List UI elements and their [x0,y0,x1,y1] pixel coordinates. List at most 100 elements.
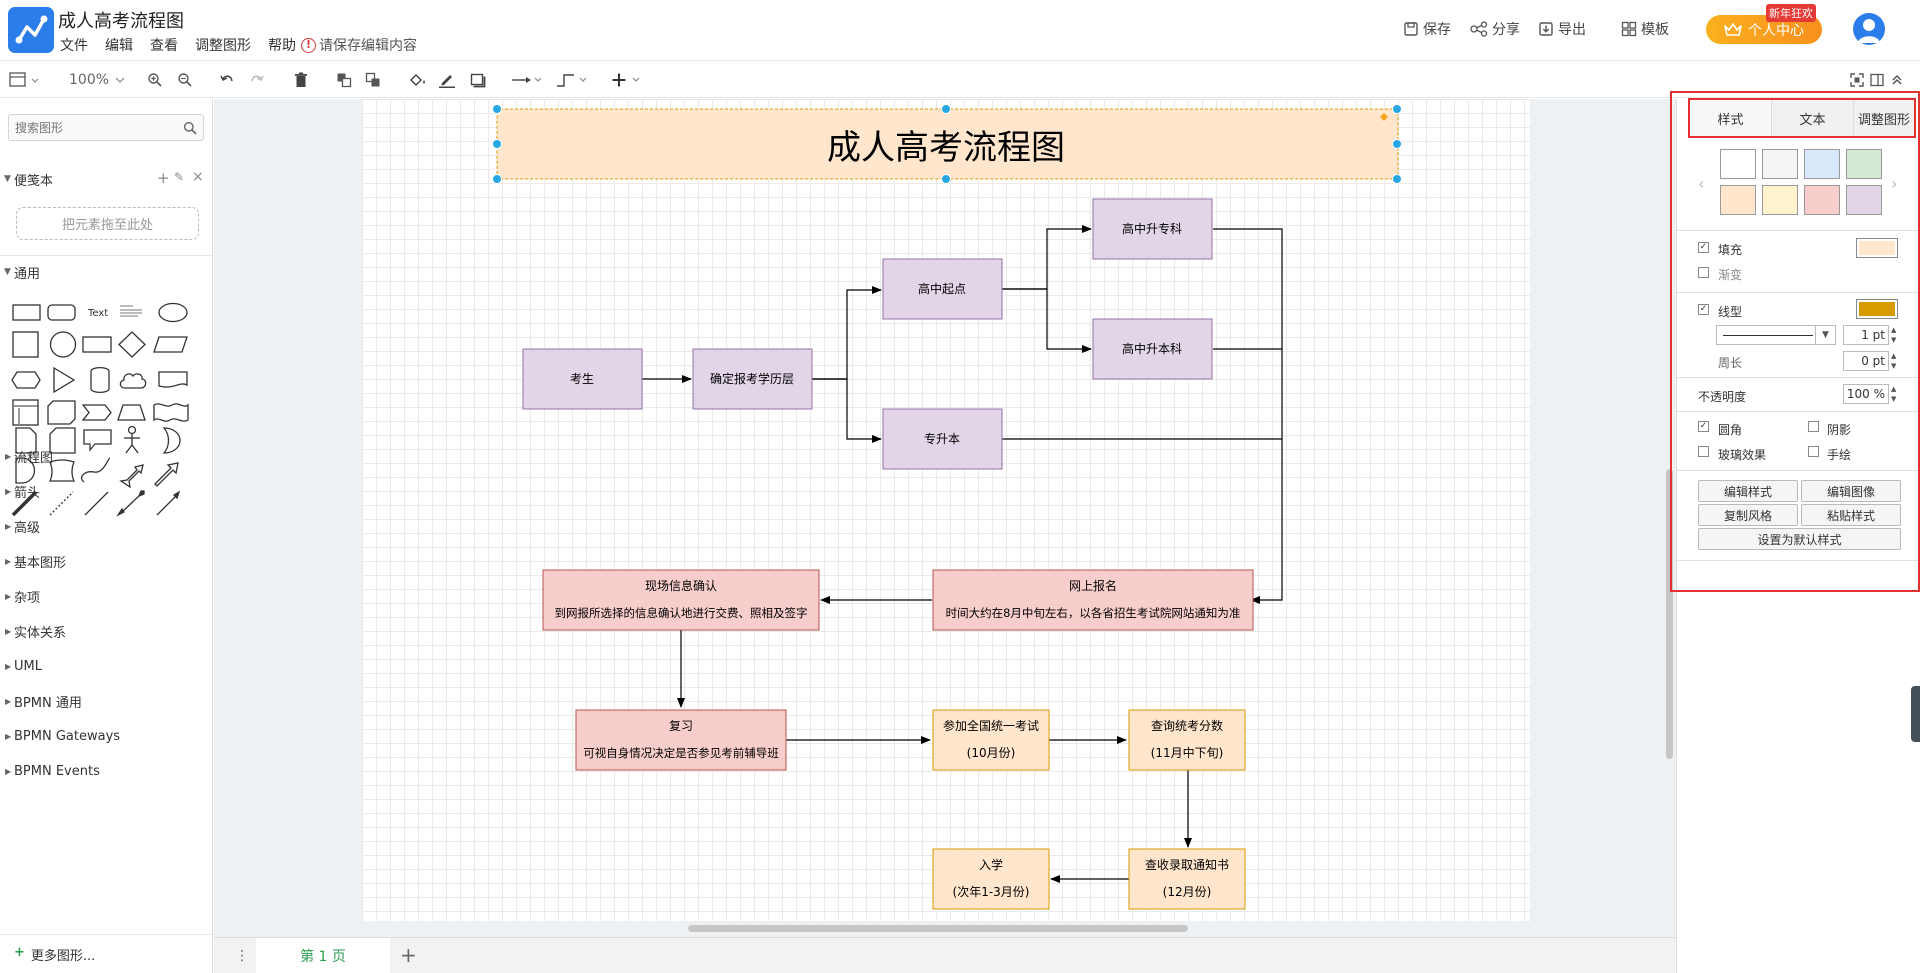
tab-text[interactable]: 文本 [1772,100,1854,136]
general-section-header[interactable]: ▼ 通用 [0,262,212,282]
node-score-query[interactable]: 查询统考分数 (11月中下旬) [1128,709,1246,771]
shape-rectangle[interactable] [12,304,41,321]
library-arrows[interactable]: ▶箭头 [0,474,212,509]
collapse-button[interactable] [1890,71,1904,89]
app-logo-icon[interactable] [8,7,54,53]
shape-parallelogram[interactable] [153,336,188,353]
library-bpmn-gateways[interactable]: ▶BPMN Gateways [0,719,212,754]
node-admission-letter[interactable]: 查收录取通知书 (12月份) [1128,848,1246,910]
library-flowchart[interactable]: ▶流程图 [0,439,212,474]
shape-note[interactable] [15,427,37,454]
sketch-checkbox[interactable] [1808,446,1819,457]
vertical-scrollbar[interactable] [1666,469,1673,759]
shape-delay[interactable] [15,457,36,484]
connector-style-button[interactable] [511,71,543,89]
rounding-handle[interactable] [1380,113,1388,121]
line-color-picker[interactable] [1856,299,1898,319]
shape-line[interactable] [84,491,109,516]
connector[interactable] [812,378,882,443]
undo-button[interactable] [219,71,235,89]
library-bpmn-events[interactable]: ▶BPMN Events [0,754,212,789]
perimeter-input[interactable]: 0 pt [1843,351,1889,371]
shape-circle[interactable] [49,331,77,358]
redo-button[interactable] [249,71,265,89]
shape-or[interactable] [162,427,181,454]
zoom-dropdown[interactable]: 100% [69,71,127,89]
connector[interactable] [812,286,882,380]
shape-card[interactable] [49,427,76,454]
insert-button[interactable] [612,71,644,89]
scratchpad-header[interactable]: ▼ 便笺本 + ✎ × [0,169,212,189]
shape-dashed-line[interactable] [49,491,74,516]
color-swatch[interactable] [1720,185,1756,215]
connector[interactable] [1002,288,1092,353]
tab-arrange[interactable]: 调整图形 [1854,100,1914,136]
library-basic[interactable]: ▶基本图形 [0,544,212,579]
shape-square[interactable] [12,331,39,358]
shape-card-2[interactable] [49,459,75,482]
template-button[interactable]: 模板 [1621,19,1669,39]
chevron-left-icon[interactable]: ‹ [1698,174,1705,193]
shape-double-line[interactable] [11,490,38,517]
page-tab-1[interactable]: 第 1 页 [256,938,390,973]
color-swatch[interactable] [1846,185,1882,215]
shape-directional-connector[interactable] [156,490,181,516]
shape-process[interactable] [82,336,112,353]
shape-callout[interactable] [83,429,112,452]
export-button[interactable]: 导出 [1538,19,1586,39]
document-title[interactable]: 成人高考流程图 [58,11,184,32]
add-icon[interactable]: + [157,169,170,187]
chevron-right-icon[interactable]: › [1891,174,1898,193]
library-advanced[interactable]: ▶高级 [0,509,212,544]
shape-bidirectional-connector[interactable] [116,490,145,517]
fill-checkbox[interactable]: ✓ [1698,242,1709,253]
opacity-input[interactable]: 100 % [1843,384,1889,404]
shape-actor[interactable] [124,425,140,454]
shape-triangle[interactable] [53,366,76,394]
node-national-exam[interactable]: 参加全国统一考试 (10月份) [932,709,1050,771]
horizontal-scrollbar[interactable] [688,925,1188,932]
search-icon[interactable] [183,121,197,135]
to-back-button[interactable] [365,71,381,89]
connector[interactable] [1002,225,1092,290]
shape-ellipse[interactable] [158,302,188,323]
shape-hexagon[interactable] [11,371,41,389]
rounded-checkbox[interactable]: ✓ [1698,421,1709,432]
more-shapes-button[interactable]: + 更多图形... [14,945,95,964]
shape-curve[interactable] [80,457,111,483]
side-widget-handle[interactable] [1911,686,1920,742]
shadow-checkbox[interactable] [1808,421,1819,432]
edit-icon[interactable]: ✎ [174,170,185,184]
node-onsite-confirmation[interactable]: 现场信息确认 到网报所选择的信息确认地进行交费、照相及签字 [542,569,820,631]
user-avatar[interactable] [1853,13,1885,45]
library-bpmn-general[interactable]: ▶BPMN 通用 [0,684,212,719]
to-front-button[interactable] [336,71,352,89]
set-default-style-button[interactable]: 设置为默认样式 [1698,528,1901,550]
color-swatch[interactable] [1720,149,1756,179]
panel-toggle-button[interactable] [9,71,39,89]
format-panel-toggle[interactable] [1870,71,1884,89]
node-candidate[interactable]: 考生 [522,348,643,410]
color-swatch[interactable] [1846,149,1882,179]
stepper-icon[interactable]: ▲▼ [1891,385,1897,403]
menu-help[interactable]: 帮助 [268,38,296,54]
menu-edit[interactable]: 编辑 [105,38,133,54]
save-warning[interactable]: ! 请保存编辑内容 [301,35,417,55]
stepper-icon[interactable]: ▲▼ [1891,352,1897,370]
fill-color-picker[interactable] [1856,238,1898,258]
edit-image-button[interactable]: 编辑图像 [1801,480,1901,502]
zoom-out-button[interactable] [177,71,193,89]
node-review[interactable]: 复习 可视自身情况决定是否参见考前辅导班 [575,709,787,771]
connector[interactable] [1213,228,1283,604]
line-pattern-select[interactable]: ▼ [1716,325,1836,345]
shape-step[interactable] [81,404,112,421]
node-education-level[interactable]: 确定报考学历层 [692,348,813,410]
shape-cube[interactable] [47,400,76,425]
glass-checkbox[interactable] [1698,446,1709,457]
library-uml[interactable]: ▶UML [0,649,212,684]
node-highschool-start[interactable]: 高中起点 [882,258,1003,320]
line-checkbox[interactable]: ✓ [1698,304,1709,315]
shape-cloud[interactable] [119,373,147,389]
library-misc[interactable]: ▶杂项 [0,579,212,614]
shape-rounded-rectangle[interactable] [47,304,76,321]
